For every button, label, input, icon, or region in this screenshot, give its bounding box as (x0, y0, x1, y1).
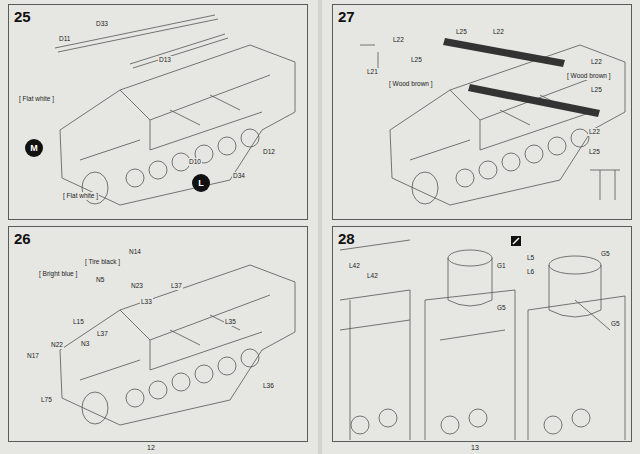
turret-views (340, 240, 625, 440)
part-callout: D10 (188, 158, 202, 166)
hull-section (340, 240, 410, 440)
view-icon (511, 236, 521, 246)
part-callout: N14 (128, 248, 142, 256)
part-callout: L42 (366, 272, 379, 280)
part-callout: L25 (588, 148, 601, 156)
wood-strip (468, 84, 600, 117)
page-number: 13 (470, 444, 480, 452)
turret-gun (528, 265, 625, 440)
part-callout: G1 (496, 262, 507, 270)
step-panel: 28 (332, 226, 632, 442)
part-callout: L75 (40, 396, 53, 404)
part-callout: L37 (96, 330, 109, 338)
part-callout: L21 (366, 68, 379, 76)
road-wheel (469, 409, 487, 427)
part-callout: L6 (526, 268, 535, 276)
road-wheel (351, 416, 369, 434)
part-callout: L35 (224, 318, 237, 326)
part-callout: L37 (170, 282, 183, 290)
marker-letter: M (30, 143, 38, 153)
part-callout: L22 (492, 28, 505, 36)
turret-body (425, 258, 515, 440)
part-callout: N23 (130, 282, 144, 290)
wood-strip (443, 38, 565, 67)
part-callout: [ Flat white ] (18, 95, 55, 103)
paint-marker: M (25, 139, 43, 157)
road-wheel (379, 409, 397, 427)
part-callout: L22 (392, 36, 405, 44)
step-panel: 25M L (8, 4, 308, 220)
part-callout: D12 (262, 148, 276, 156)
part-callout: [ Wood brown ] (566, 72, 612, 80)
part-callout: L25 (590, 86, 603, 94)
road-wheel (572, 409, 590, 427)
stowage-parts (360, 45, 620, 200)
paint-marker: L (192, 174, 210, 192)
road-wheel (241, 129, 259, 147)
part-callout: N17 (26, 352, 40, 360)
view-icon (513, 238, 519, 244)
road-wheel (544, 416, 562, 434)
part-callout: L36 (262, 382, 275, 390)
page-fold (318, 0, 322, 454)
part-callout: D11 (58, 35, 71, 43)
part-callout: N3 (80, 340, 90, 348)
part-callout: G5 (610, 320, 621, 328)
part-callout: L15 (72, 318, 85, 326)
part-callout: L5 (526, 254, 535, 262)
part-callout: L33 (140, 298, 153, 306)
road-wheel (149, 161, 167, 179)
halftrack-drawing (60, 265, 295, 425)
part-callout: G5 (496, 304, 507, 312)
part-callout: N5 (95, 276, 105, 284)
part-callout: N22 (50, 341, 64, 349)
part-callout: [ Bright blue ] (38, 270, 78, 278)
part-callout: L25 (410, 56, 423, 64)
step-number: 26 (12, 230, 33, 247)
part-callout: G5 (600, 250, 611, 258)
step-panel: 26 (8, 226, 308, 442)
halftrack-drawing (390, 45, 625, 205)
road-wheel (441, 416, 459, 434)
part-callout: L25 (455, 28, 468, 36)
road-wheel (126, 169, 144, 187)
step-number: 27 (336, 8, 357, 25)
side-rails (55, 15, 228, 68)
turret-top (549, 256, 601, 274)
part-callout: [ Wood brown ] (388, 80, 434, 88)
step-number: 28 (336, 230, 357, 247)
part-callout: L42 (348, 262, 361, 270)
part-callout: D33 (95, 20, 109, 28)
part-callout: L22 (590, 58, 603, 66)
part-callout: L22 (588, 128, 601, 136)
turret-top (448, 250, 492, 266)
part-callout: [ Tire black ] (84, 258, 121, 266)
hull-outline (60, 45, 295, 205)
part-callout: D34 (232, 172, 246, 180)
road-wheel (218, 137, 236, 155)
page-number: 12 (146, 444, 156, 452)
halftrack-drawing (60, 45, 295, 205)
part-callout: [ Flat white ] (62, 192, 99, 200)
step-panel: 27 (332, 4, 632, 220)
step-number: 25 (12, 8, 33, 25)
hull-detail (80, 75, 270, 160)
marker-letter: L (198, 178, 204, 188)
part-callout: D13 (158, 56, 172, 64)
